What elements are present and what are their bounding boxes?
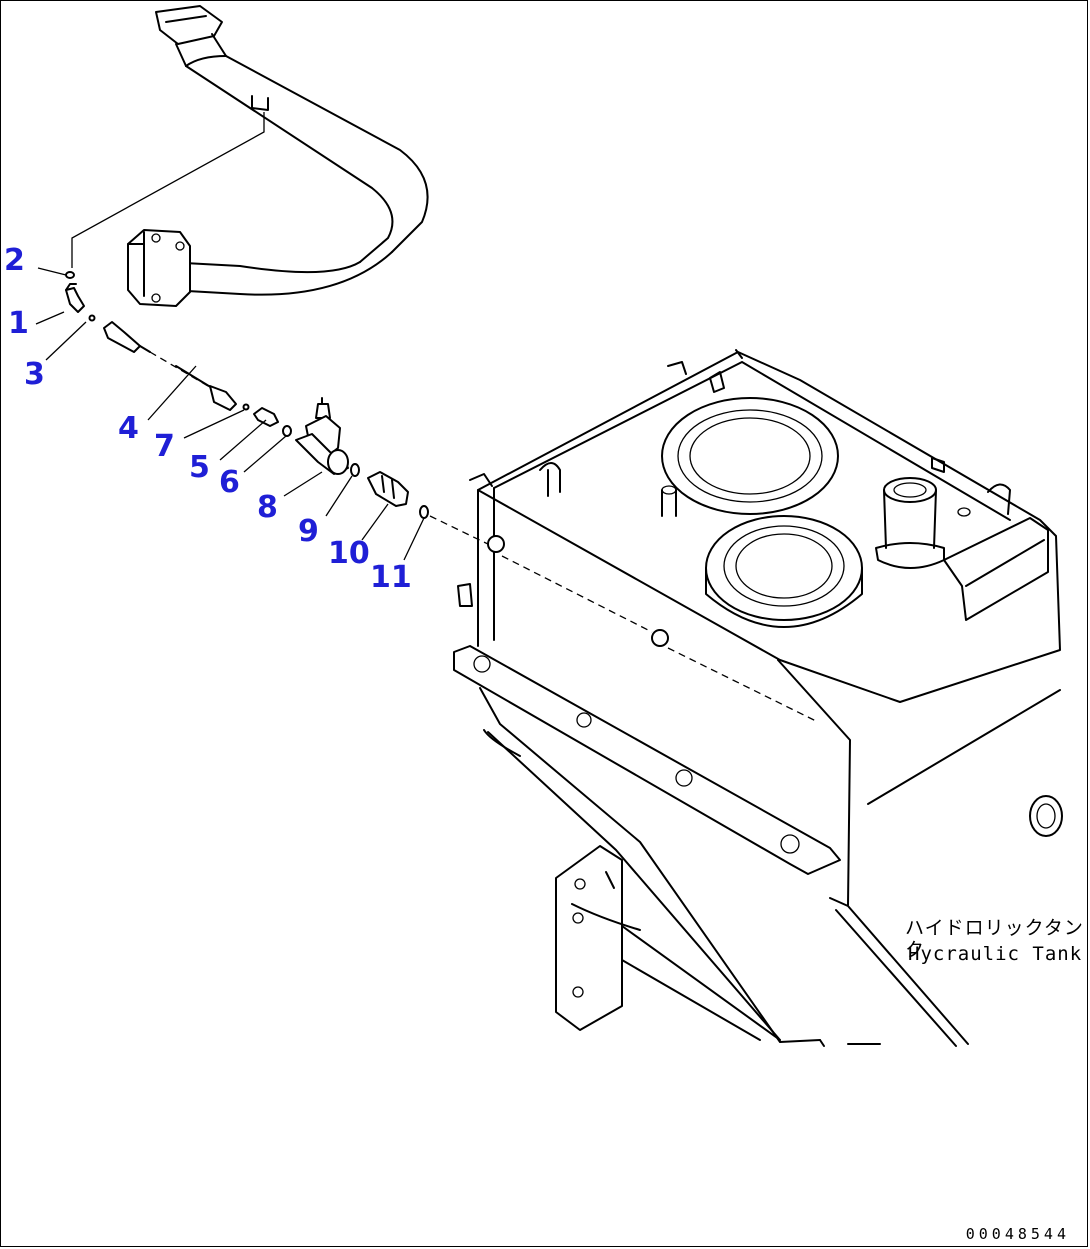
part-11-oring [419,505,429,519]
part-5-connector [253,407,279,427]
callout-9: 9 [298,514,319,549]
callout-8: 8 [257,490,278,525]
hydraulic-tank [453,349,1063,1047]
callout-3: 3 [24,357,45,392]
part-6-oring [282,425,292,437]
callout-5: 5 [189,450,210,485]
part-7-oring [242,403,250,411]
part-10-adapter [367,471,409,507]
callout-4: 4 [118,411,139,446]
callout-6: 6 [219,465,240,500]
callout-10: 10 [328,536,370,571]
callout-7: 7 [154,429,175,464]
part-3-gasket [88,314,96,322]
callout-2: 2 [4,243,25,278]
document-number: 00048544 [965,1225,1070,1243]
callout-leaders [35,267,493,561]
callout-1: 1 [8,306,29,341]
callout-11: 11 [370,560,412,595]
part-1-elbow [65,283,85,313]
tank-label-japanese: ハイドロリックタンク [905,917,1084,961]
part-8-tee-valve [295,397,349,475]
tank-label-english: Hycraulic Tank [908,943,1083,965]
suction-pipe [71,5,429,307]
part-9-oring [350,463,360,477]
part-4-hose [103,321,237,411]
part-2-washer [65,271,75,279]
